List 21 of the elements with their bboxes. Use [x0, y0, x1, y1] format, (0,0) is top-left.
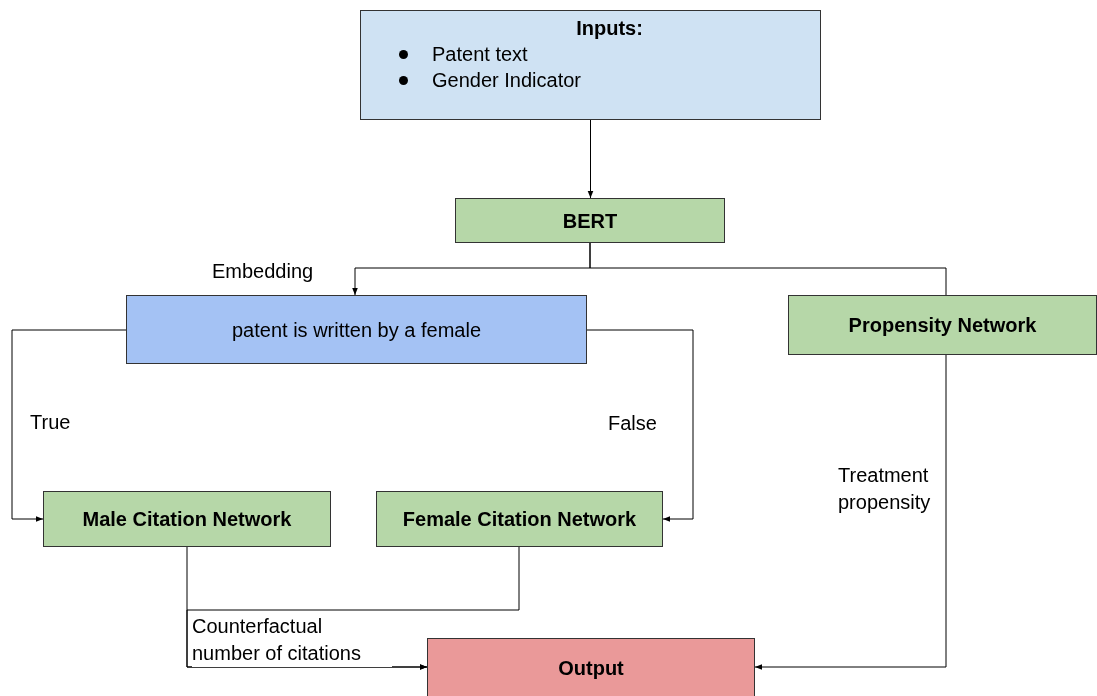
- condition-box: [126, 295, 587, 364]
- input-item: Patent text: [432, 42, 528, 67]
- node-label: Output: [557, 656, 625, 681]
- output-box: [427, 638, 755, 696]
- connector-arrow: [587, 119, 594, 199]
- node-label: Propensity Network: [847, 313, 1038, 338]
- input-item: Gender Indicator: [432, 68, 581, 93]
- connector-arrow: [11, 329, 127, 522]
- network-box: [376, 491, 663, 547]
- connector-arrow: [754, 354, 947, 670]
- connector-arrow: [586, 329, 694, 522]
- model-box: [455, 198, 725, 243]
- node-label: Female Citation Network: [401, 507, 638, 532]
- node-label: patent is written by a female: [231, 317, 482, 343]
- connector-arrow: [186, 546, 520, 670]
- network-box: [43, 491, 331, 547]
- input-box: [360, 10, 821, 120]
- node-label: Male Citation Network: [81, 507, 293, 532]
- input-heading: Inputs:: [576, 16, 643, 41]
- node-label: BERT: [561, 208, 619, 234]
- network-box: [788, 295, 1097, 355]
